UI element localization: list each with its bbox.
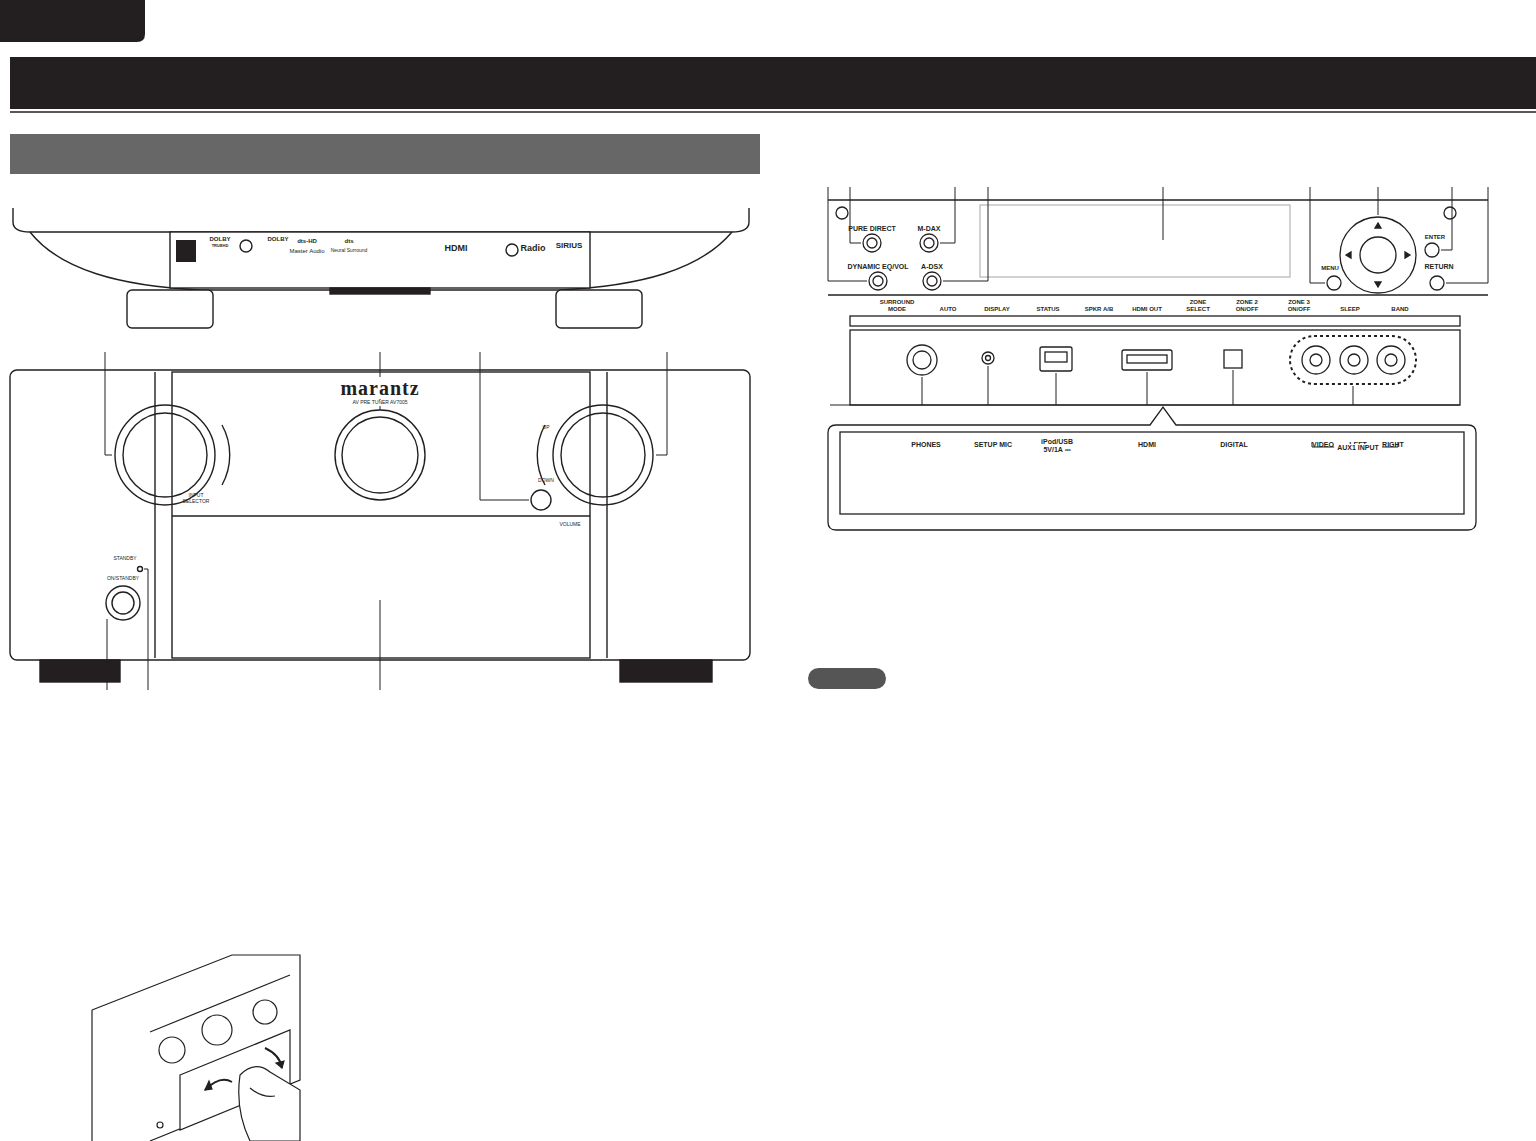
button-label: SLEEP bbox=[1340, 306, 1360, 313]
button-label: RETURN bbox=[1424, 263, 1453, 271]
button-label: SURROUND MODE bbox=[876, 299, 918, 312]
logo-text: dts-HD bbox=[297, 238, 317, 245]
logo-text: dts bbox=[345, 238, 354, 245]
button-label: DISPLAY bbox=[984, 306, 1009, 313]
button-label: ZONE 2 ON/OFF bbox=[1229, 299, 1265, 312]
logo-text: Neural Surround bbox=[331, 248, 368, 254]
jack-label: iPod/USB 5V/1A ⎓ bbox=[1036, 438, 1078, 453]
jack-label: DIGITAL bbox=[1220, 441, 1247, 449]
button-label: ENTER bbox=[1425, 234, 1445, 241]
jack-label: RIGHT bbox=[1382, 441, 1404, 449]
control-label: DOWN bbox=[538, 478, 554, 484]
button-label: ZONE 3 ON/OFF bbox=[1281, 299, 1317, 312]
control-label: INPUT SELECTOR bbox=[181, 493, 211, 504]
logo-text: TRUEHD bbox=[212, 244, 229, 248]
button-label: MENU bbox=[1321, 265, 1339, 272]
button-label: HDMI OUT bbox=[1132, 306, 1162, 313]
jack-label: AUX1 INPUT bbox=[1334, 444, 1382, 452]
logo-text: Radio bbox=[520, 244, 545, 254]
model-name: AV PRE TUNER AV7005 bbox=[349, 400, 410, 406]
button-label: STATUS bbox=[1036, 306, 1059, 313]
jack-label: PHONES bbox=[911, 441, 941, 449]
brand-name: marantz bbox=[337, 377, 422, 399]
button-label: A-DSX bbox=[921, 263, 943, 271]
header-bar bbox=[10, 57, 1536, 109]
jack-label: HDMI bbox=[1138, 441, 1156, 449]
button-label: PURE DIRECT bbox=[848, 225, 895, 233]
control-label: STANDBY bbox=[113, 556, 136, 562]
header-rule bbox=[10, 111, 1536, 113]
control-label: UP bbox=[543, 425, 550, 431]
logo-text: HDMI bbox=[445, 244, 468, 254]
panel-detail bbox=[828, 187, 1488, 530]
logo-text: SIRIUS bbox=[556, 242, 583, 251]
button-label: AUTO bbox=[940, 306, 957, 313]
jack-label: VIDEO bbox=[1312, 441, 1334, 449]
button-label: BAND bbox=[1391, 306, 1408, 313]
control-label: ON/STANDBY bbox=[107, 576, 139, 582]
control-label: VOLUME bbox=[559, 522, 580, 528]
button-label: M-DAX bbox=[918, 225, 941, 233]
front-view bbox=[10, 352, 750, 690]
jack-label: SETUP MIC bbox=[974, 441, 1012, 449]
connector-callout: PHONES SETUP MIC iPod/USB 5V/1A ⎓ HDMI DIGIT… bbox=[828, 425, 1476, 530]
door-illustration bbox=[92, 955, 300, 1141]
button-label: SPKR A/B bbox=[1085, 306, 1113, 313]
page-tab bbox=[0, 0, 145, 42]
section-bar bbox=[10, 134, 760, 174]
logo-text: DOLBY bbox=[210, 236, 231, 243]
logo-text: DOLBY bbox=[268, 236, 289, 243]
top-view bbox=[13, 208, 749, 328]
note-tag bbox=[808, 668, 886, 689]
button-label: DYNAMIC EQ/VOL bbox=[847, 263, 908, 271]
button-label: ZONE SELECT bbox=[1182, 299, 1214, 312]
logo-text: Master Audio bbox=[289, 248, 324, 255]
